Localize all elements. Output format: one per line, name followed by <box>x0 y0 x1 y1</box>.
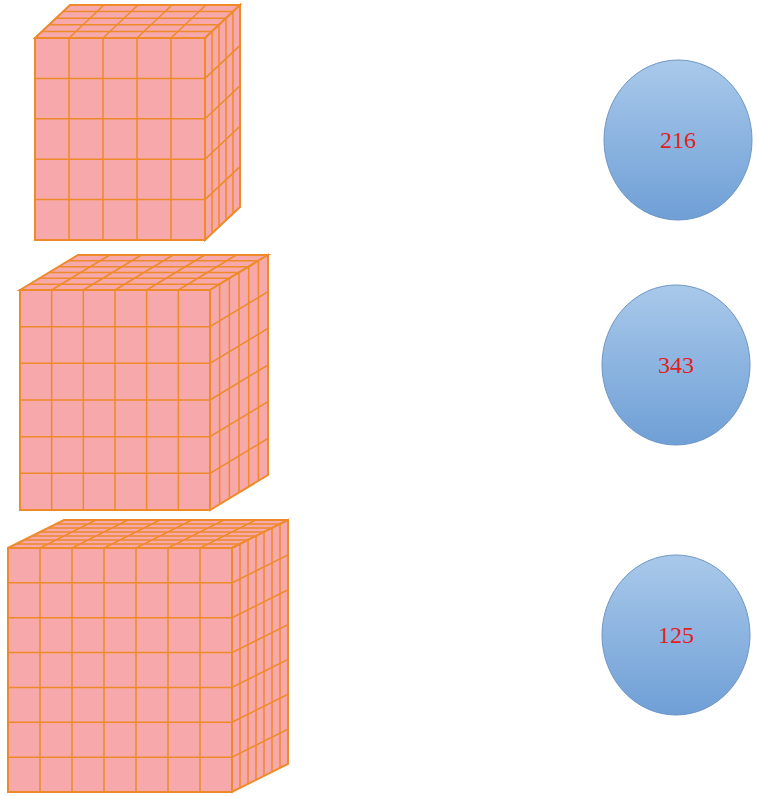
grid-line <box>205 45 240 78</box>
grid-line <box>225 18 227 220</box>
grid-line <box>232 729 288 757</box>
number-circle: 343 <box>600 283 752 447</box>
grid-line <box>8 756 232 758</box>
circle-shape <box>604 60 752 220</box>
grid-line <box>247 540 249 784</box>
grid-line <box>42 31 212 33</box>
grid-line <box>49 272 239 274</box>
grid-line <box>258 261 260 481</box>
unit-cube <box>35 5 240 240</box>
front-face <box>20 290 210 510</box>
grid-line <box>71 548 73 792</box>
grid-line <box>205 167 240 200</box>
side-face <box>210 255 268 510</box>
grid-line <box>263 532 265 776</box>
grid-line <box>56 17 226 19</box>
grid-line <box>199 548 201 792</box>
grid-line <box>68 260 258 262</box>
cube-number: 216 <box>660 127 696 154</box>
cube-number: 125 <box>658 622 694 649</box>
grid-line <box>210 365 268 400</box>
unit-cube <box>20 255 268 510</box>
grid-line <box>20 436 210 438</box>
grid-line <box>49 24 219 26</box>
circle-shape <box>602 285 750 445</box>
grid-line <box>218 25 220 227</box>
grid-line <box>211 31 213 233</box>
circle-shape <box>602 555 750 715</box>
front-face <box>35 38 205 240</box>
grid-line <box>271 528 273 772</box>
grid-line <box>35 158 205 160</box>
grid-line <box>205 86 240 119</box>
grid-line <box>178 290 180 510</box>
grid-line <box>8 652 232 654</box>
grid-line <box>35 199 205 201</box>
front-face <box>8 548 232 792</box>
grid-line <box>137 5 172 38</box>
grid-line <box>39 548 41 792</box>
grid-line <box>167 548 169 792</box>
grid-line <box>248 267 250 487</box>
grid-line <box>135 548 137 792</box>
grid-line <box>35 118 205 120</box>
grid-line <box>210 438 268 473</box>
grid-line <box>59 266 249 268</box>
grid-line <box>170 38 172 240</box>
grid-line <box>56 523 280 525</box>
grid-line <box>8 687 232 689</box>
grid-line <box>20 473 210 475</box>
grid-line <box>20 399 210 401</box>
grid-line <box>255 536 257 780</box>
grid-line <box>8 582 232 584</box>
grid-line <box>239 544 241 788</box>
grid-line <box>69 5 104 38</box>
side-face <box>205 5 240 240</box>
number-circle: 125 <box>600 553 752 717</box>
cube-number: 343 <box>658 352 694 379</box>
grid-line <box>103 548 105 792</box>
unit-cube <box>8 520 288 792</box>
grid-line <box>146 290 148 510</box>
grid-line <box>205 126 240 159</box>
number-circle: 216 <box>602 58 754 222</box>
grid-line <box>68 38 70 240</box>
grid-line <box>8 617 232 619</box>
grid-line <box>63 11 233 13</box>
side-face <box>232 520 288 792</box>
grid-line <box>136 38 138 240</box>
grid-line <box>8 722 232 724</box>
grid-line <box>210 402 268 437</box>
grid-line <box>102 38 104 240</box>
grid-line <box>232 12 234 214</box>
grid-line <box>35 78 205 80</box>
grid-line <box>171 5 206 38</box>
grid-line <box>279 524 281 768</box>
grid-line <box>103 5 138 38</box>
